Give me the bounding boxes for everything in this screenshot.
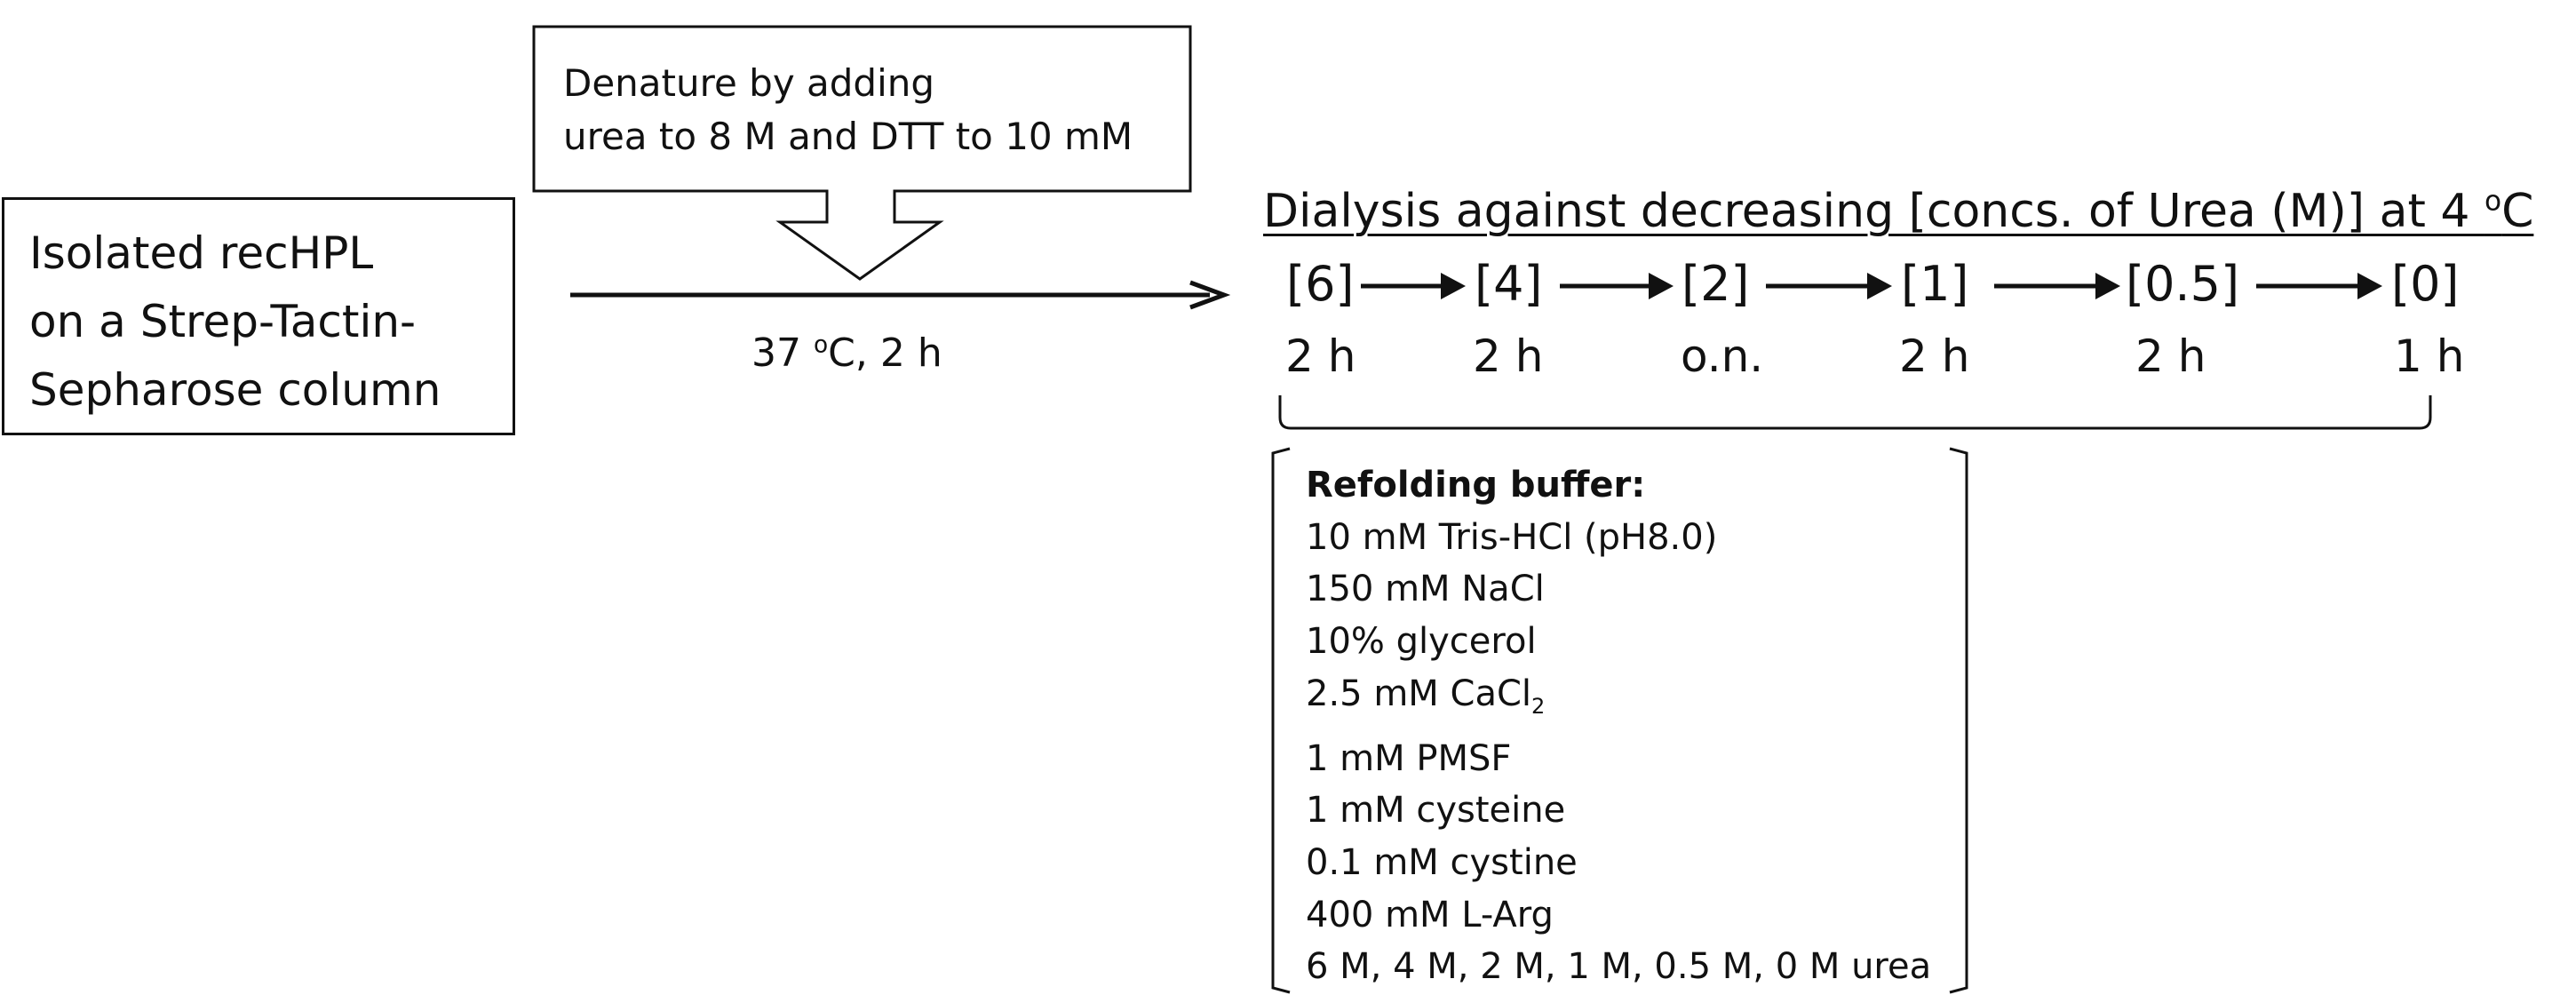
buffer-item-pmsf: 1 mM PMSF — [1306, 737, 1512, 779]
dialysis-title-unit: C — [2501, 185, 2534, 238]
buffer-item-arg: 400 mM L-Arg — [1306, 894, 1554, 935]
step-duration-4: 2 h — [1899, 330, 1970, 382]
step-conc-4: [4] — [1475, 256, 1543, 312]
column-box: Isolated recHPL on a Strep-Tactin- Sepha… — [2, 197, 515, 435]
dialysis-title-main: Dialysis against decreasing [concs. of U… — [1263, 185, 2485, 238]
condition-label: 37 oC, 2 h — [751, 330, 942, 376]
step-conc-0: [0] — [2391, 256, 2460, 312]
step-duration-3: o.n. — [1681, 330, 1764, 382]
denature-note: Denature by adding urea to 8 M and DTT t… — [563, 57, 1133, 163]
denature-line-1: Denature by adding — [563, 61, 935, 105]
buffer-right-bracket — [1949, 447, 1968, 994]
refolding-buffer: Refolding buffer: 10 mM Tris-HCl (pH8.0)… — [1306, 459, 1931, 993]
step-duration-1: 2 h — [1285, 330, 1356, 382]
column-line-3: Sepharose column — [29, 364, 441, 416]
denature-line-2: urea to 8 M and DTT to 10 mM — [563, 115, 1133, 158]
step-arrow-2-head — [1649, 273, 1674, 299]
dialysis-brace — [1278, 395, 2432, 430]
buffer-item-urea: 6 M, 4 M, 2 M, 1 M, 0.5 M, 0 M urea — [1306, 946, 1932, 988]
step-duration-2: 2 h — [1473, 330, 1544, 382]
dialysis-title-degree: o — [2484, 185, 2502, 218]
step-arrow-5-head — [2357, 273, 2382, 299]
buffer-item-cacl2-sub: 2 — [1531, 693, 1546, 719]
buffer-item-cysteine: 1 mM cysteine — [1306, 790, 1566, 832]
step-conc-6: [6] — [1286, 256, 1355, 312]
step-arrows — [1361, 273, 2382, 299]
buffer-left-bracket — [1271, 447, 1291, 994]
condition-rest: C, 2 h — [828, 330, 942, 376]
step-conc-0-5: [0.5] — [2126, 256, 2240, 312]
step-duration-6: 1 h — [2394, 330, 2465, 382]
condition-degree: o — [813, 330, 829, 359]
step-arrow-1-head — [1441, 273, 1466, 299]
buffer-item-nacl: 150 mM NaCl — [1306, 569, 1545, 610]
step-duration-5: 2 h — [2135, 330, 2206, 382]
buffer-item-cacl2: 2.5 mM CaCl2 — [1306, 668, 1931, 733]
step-conc-1: [1] — [1901, 256, 1969, 312]
step-arrow-4-head — [2095, 273, 2120, 299]
step-arrow-3-head — [1867, 273, 1892, 299]
column-line-1: Isolated recHPL — [29, 227, 374, 279]
buffer-heading: Refolding buffer: — [1306, 465, 1646, 505]
main-arrow-head — [1189, 280, 1231, 310]
buffer-item-tris: 10 mM Tris-HCl (pH8.0) — [1306, 516, 1718, 558]
buffer-item-cacl2-main: 2.5 mM CaCl — [1306, 673, 1532, 714]
condition-temp: 37 — [751, 330, 814, 376]
dialysis-title: Dialysis against decreasing [concs. of U… — [1263, 185, 2533, 238]
step-conc-2: [2] — [1682, 256, 1750, 312]
buffer-item-glycerol: 10% glycerol — [1306, 621, 1537, 663]
denature-callout — [532, 25, 1192, 281]
column-line-2: on a Strep-Tactin- — [29, 296, 417, 347]
buffer-item-cystine: 0.1 mM cystine — [1306, 841, 1578, 883]
